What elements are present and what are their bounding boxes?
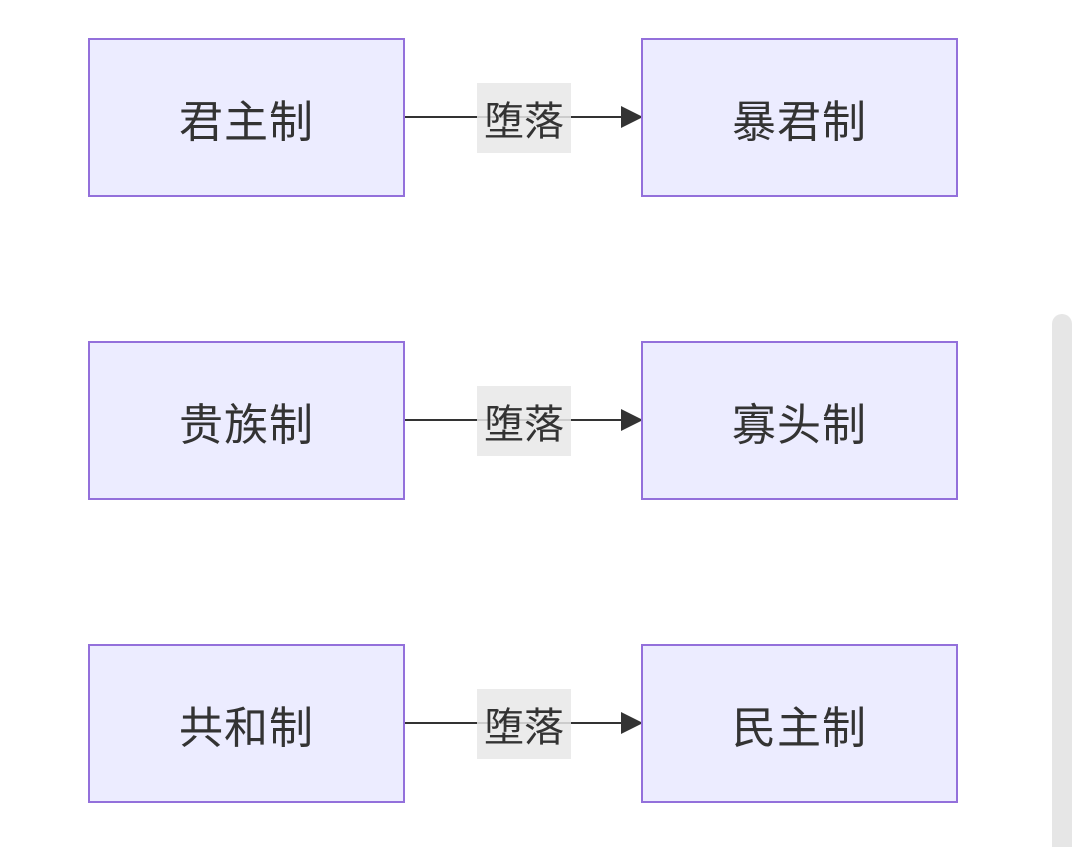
node-tyranny[interactable]: 暴君制 bbox=[641, 38, 958, 197]
vertical-scrollbar[interactable] bbox=[1052, 314, 1072, 847]
edge-label-aristocracy-oligarchy: 堕落 bbox=[477, 386, 571, 456]
node-oligarchy[interactable]: 寡头制 bbox=[641, 341, 958, 500]
node-monarchy[interactable]: 君主制 bbox=[88, 38, 405, 197]
arrowhead-icon bbox=[621, 409, 643, 431]
edge-label-monarchy-tyranny: 堕落 bbox=[477, 83, 571, 153]
arrowhead-icon bbox=[621, 106, 643, 128]
node-republic[interactable]: 共和制 bbox=[88, 644, 405, 803]
node-democracy[interactable]: 民主制 bbox=[641, 644, 958, 803]
node-aristocracy[interactable]: 贵族制 bbox=[88, 341, 405, 500]
edge-label-republic-democracy: 堕落 bbox=[477, 689, 571, 759]
arrowhead-icon bbox=[621, 712, 643, 734]
